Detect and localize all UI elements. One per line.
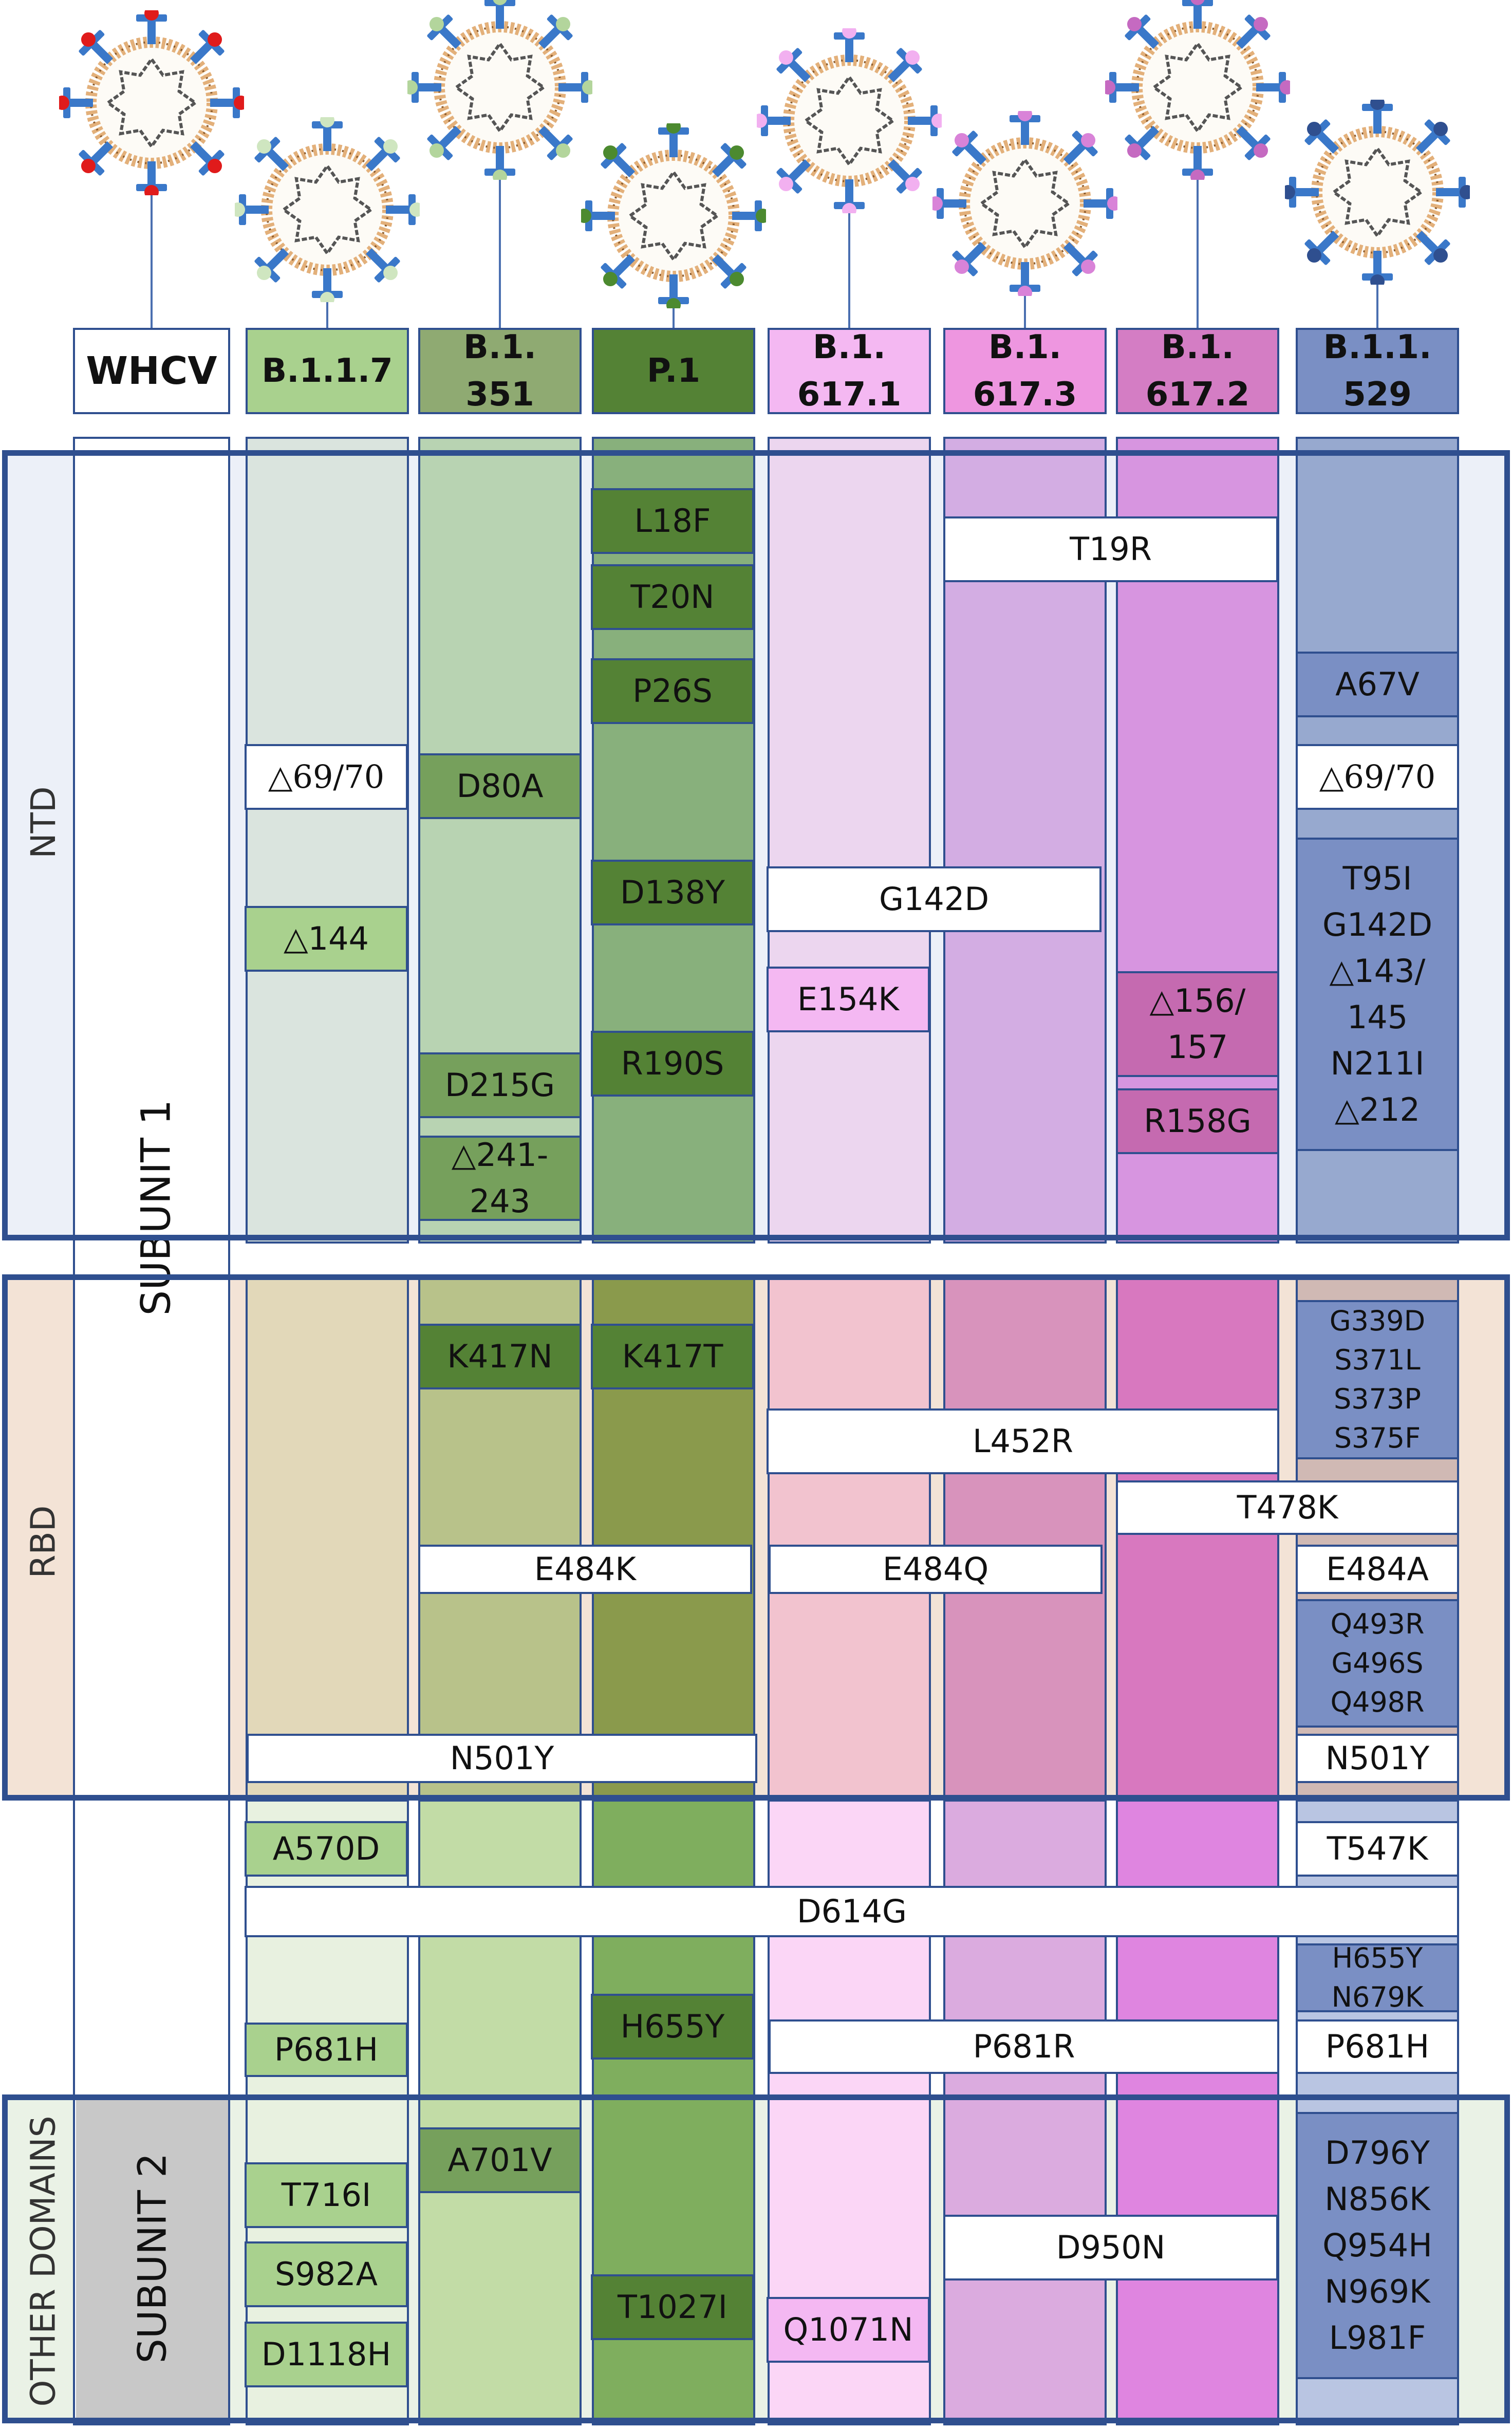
mutation-n501y: N501Y xyxy=(247,1734,757,1783)
virus-stem xyxy=(1024,281,1026,328)
mutation-t716i: T716I xyxy=(245,2162,408,2228)
virus-stem xyxy=(673,293,675,328)
variant-header-p1: P.1 xyxy=(592,328,755,414)
mutation-l452r: L452R xyxy=(767,1408,1279,1474)
mutation-e154k: E154K xyxy=(767,967,930,1032)
ntd-label: NTD xyxy=(23,786,63,859)
mutation-e484a: E484A xyxy=(1296,1545,1459,1594)
mutation-r158g: R158G xyxy=(1116,1088,1279,1154)
column-b117-ntd xyxy=(246,437,409,1244)
variant-header-b1351: B.1. 351 xyxy=(418,328,582,414)
variant-header-b11529: B.1.1. 529 xyxy=(1296,328,1459,414)
column-b16173-rbd xyxy=(943,1275,1107,1800)
mutation-d138y: D138Y xyxy=(591,860,754,925)
column-b16172-rbd xyxy=(1116,1275,1279,1800)
mutation-h655y-n679k: H655Y N679K xyxy=(1296,1942,1459,2013)
mutation-l18f: L18F xyxy=(591,488,754,554)
mutation-p681h-b117: P681H xyxy=(245,2023,408,2077)
mutation-del69-70-b117: △69/70 xyxy=(245,744,408,810)
mutation-del241-243: △241- 243 xyxy=(418,1136,582,1221)
other-domains-label: OTHER DOMAINS xyxy=(23,2115,63,2407)
mutation-omicron-rbd-list-1: G339D S371L S373P S375F xyxy=(1296,1300,1459,1459)
mutation-omicron-rbd-list-2: Q493R G496S Q498R xyxy=(1296,1599,1459,1728)
variant-header-b16173: B.1. 617.3 xyxy=(943,328,1107,414)
mutation-del69-70-b11529: △69/70 xyxy=(1296,744,1459,810)
virus-particle-icon xyxy=(932,111,1117,296)
mutation-a67v: A67V xyxy=(1296,652,1459,717)
mutation-e484k: E484K xyxy=(418,1545,752,1594)
virus-stem xyxy=(1376,269,1378,328)
virus-stem xyxy=(326,287,328,328)
virus-particle-icon xyxy=(1105,0,1290,180)
mutation-d215g: D215G xyxy=(418,1052,582,1118)
mutation-d1118h: D1118H xyxy=(245,2322,408,2387)
virus-particle-icon xyxy=(1285,100,1470,285)
column-b16171-rbd xyxy=(768,1275,931,1800)
virus-stem xyxy=(1197,164,1199,328)
other-domains-frame xyxy=(2,2094,1510,2423)
virus-particle-icon xyxy=(581,123,766,308)
subunit-2-label: SUBUNIT 2 xyxy=(76,2097,228,2419)
mutation-g142d: G142D xyxy=(767,866,1102,932)
mutation-p681h-b11529: P681H xyxy=(1296,2019,1459,2074)
variant-header-b117: B.1.1.7 xyxy=(246,328,409,414)
virus-particle-icon xyxy=(235,117,420,302)
mutation-r190s: R190S xyxy=(591,1031,754,1097)
variant-header-b16171: B.1. 617.1 xyxy=(768,328,931,414)
mutation-p26s: P26S xyxy=(591,658,754,724)
rbd-domain-frame xyxy=(2,1274,1510,1801)
variant-header-b16172: B.1. 617.2 xyxy=(1116,328,1279,414)
mutation-t1027i: T1027I xyxy=(591,2274,754,2340)
mutation-h655y: H655Y xyxy=(591,1994,754,2060)
subunit-1-label: SUBUNIT 1 xyxy=(127,1002,185,1413)
virus-stem xyxy=(151,180,153,328)
mutation-k417n: K417N xyxy=(418,1324,582,1389)
mutation-omicron-ntd-list: T95I G142D △143/ 145 N211I △212 xyxy=(1296,838,1459,1151)
mutation-t478k: T478K xyxy=(1116,1480,1459,1535)
ntd-domain-frame xyxy=(2,450,1510,1240)
mutation-t19r: T19R xyxy=(943,516,1278,582)
mutation-p681r: P681R xyxy=(769,2019,1279,2074)
rbd-label: RBD xyxy=(23,1505,63,1578)
mutation-d614g: D614G xyxy=(245,1886,1459,1937)
mutation-t20n: T20N xyxy=(591,564,754,630)
mutation-d950n: D950N xyxy=(943,2215,1278,2280)
variant-header-whcv: WHCV xyxy=(73,328,230,414)
mutation-omicron-s2-list: D796Y N856K Q954H N969K L981F xyxy=(1296,2112,1459,2379)
mutation-e484q: E484Q xyxy=(769,1545,1103,1594)
mutation-d80a: D80A xyxy=(418,753,582,819)
virus-particle-icon xyxy=(407,0,592,180)
virus-stem xyxy=(499,164,501,328)
mutation-a701v: A701V xyxy=(418,2127,582,2193)
mutation-n501y-b11529: N501Y xyxy=(1296,1734,1459,1783)
mutation-q1071n: Q1071N xyxy=(767,2297,930,2363)
mutation-s982a: S982A xyxy=(245,2241,408,2307)
column-whcv xyxy=(73,437,230,2425)
virus-particle-icon xyxy=(59,10,244,195)
mutation-k417t: K417T xyxy=(591,1324,754,1389)
mutation-t547k: T547K xyxy=(1296,1821,1459,1877)
virus-stem xyxy=(848,198,850,328)
mutation-del144: △144 xyxy=(245,906,408,972)
column-b16171-ntd xyxy=(768,437,931,1244)
mutation-a570d: A570D xyxy=(245,1821,408,1877)
virus-particle-icon xyxy=(757,28,942,213)
mutation-del156-157: △156/ 157 xyxy=(1116,971,1279,1077)
